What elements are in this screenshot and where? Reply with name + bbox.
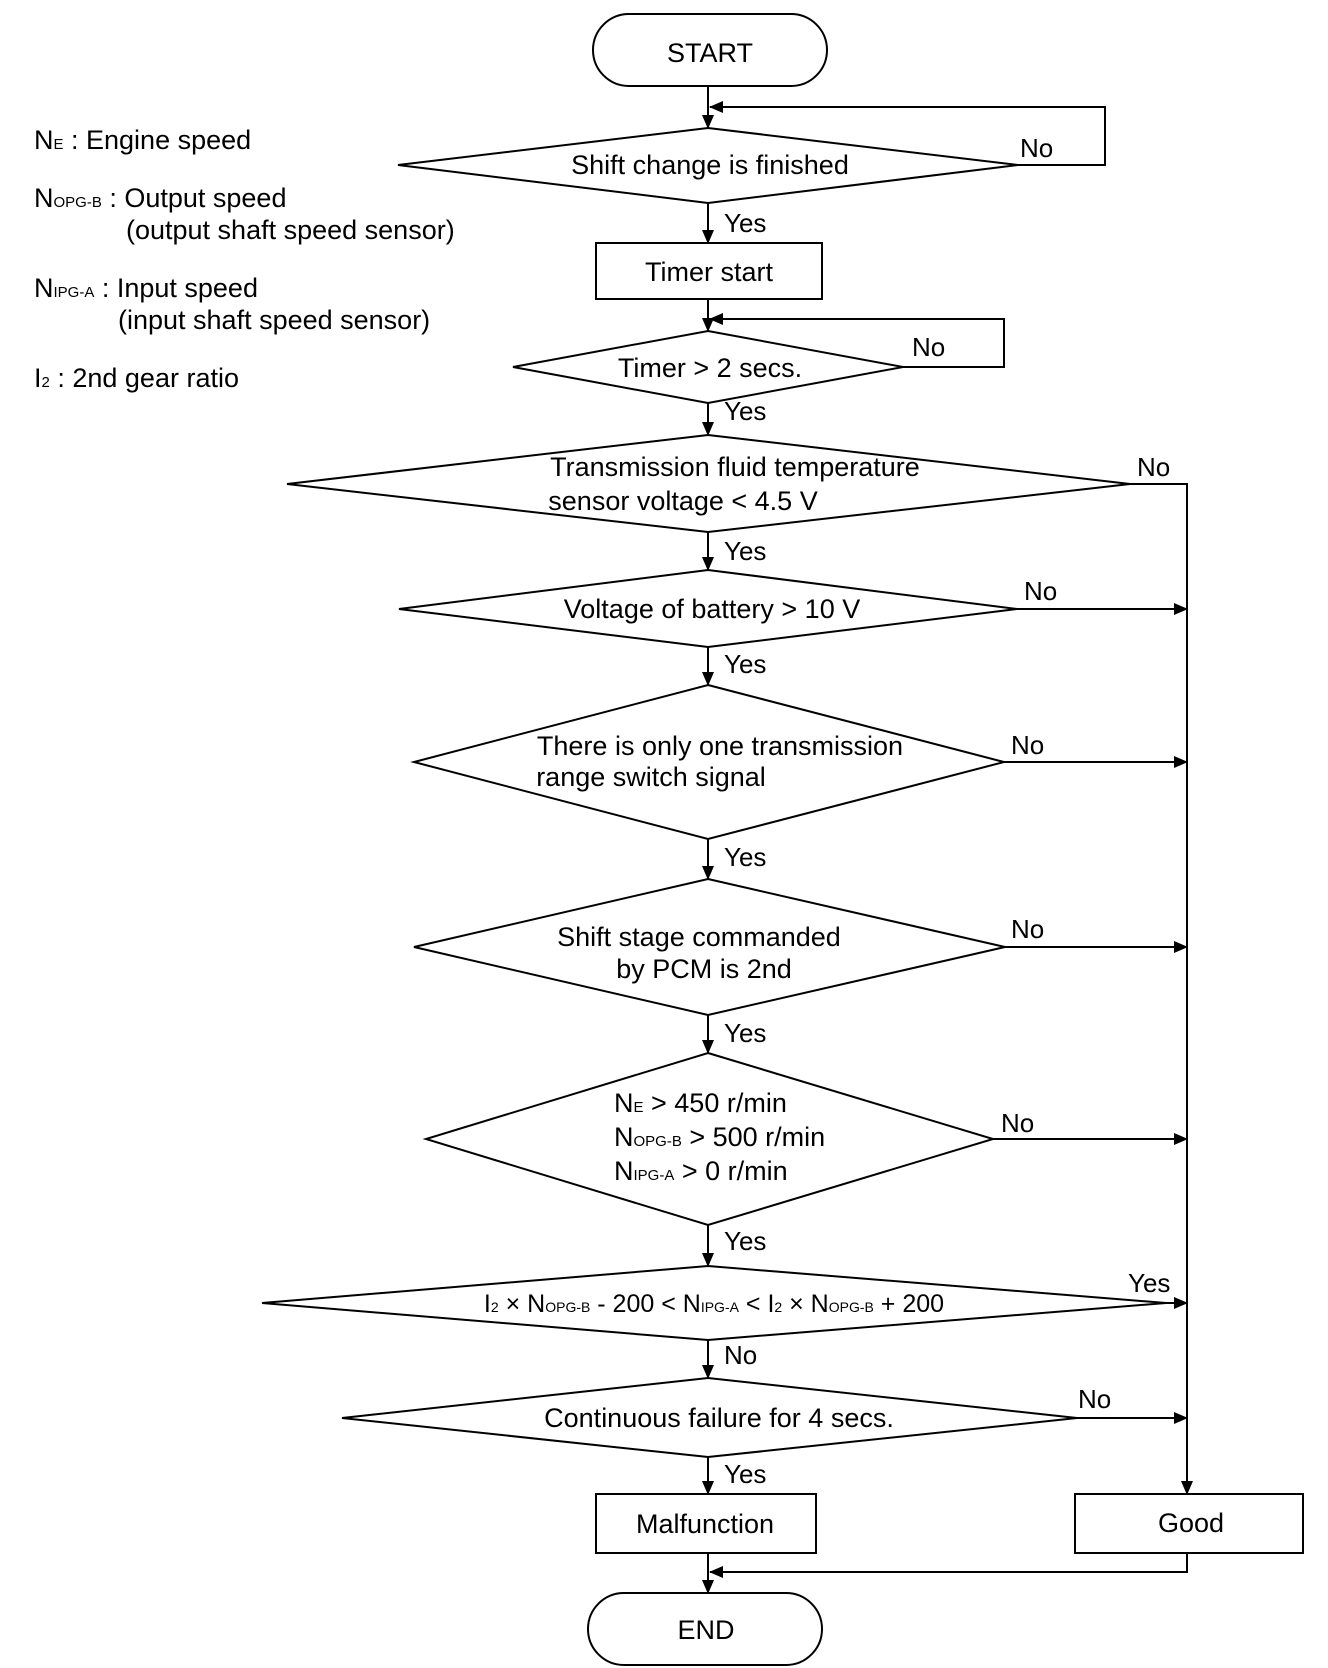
no-label-ratio: No [724, 1340, 757, 1370]
speed-nopg-label: NOPG-B > 500 r/min [614, 1122, 825, 1152]
loop-timer-no [709, 313, 1005, 368]
speed-ne-label: NE > 450 r/min [614, 1088, 787, 1118]
loop-shift-no [709, 101, 1106, 166]
legend-subscript: 2 [41, 374, 50, 391]
no-label-shift: No [1020, 133, 1053, 163]
decision-fluid-temp [286, 433, 1131, 534]
start-label: START [667, 38, 753, 68]
legend-symbol: I [34, 363, 42, 393]
legend-output-speed-detail: (output shaft speed sensor) [126, 215, 455, 245]
yes-label-battery: Yes [724, 649, 766, 679]
no-label-timer: No [912, 332, 945, 362]
legend-symbol: N [34, 273, 54, 303]
speed-nipg-label: NIPG-A > 0 r/min [614, 1156, 788, 1186]
end-label: END [677, 1615, 734, 1645]
no-label-fluid: No [1137, 452, 1170, 482]
yes-label-continuous: Yes [724, 1459, 766, 1489]
battery-label: Voltage of battery > 10 V [564, 594, 860, 624]
legend-subscript: E [53, 136, 64, 153]
legend-subscript: IPG-A [53, 284, 95, 301]
no-label-battery: No [1024, 576, 1057, 606]
flow-good-to-end [709, 1553, 1188, 1578]
shift-stage-label-2: by PCM is 2nd [616, 954, 792, 984]
yes-label-speeds: Yes [724, 1226, 766, 1256]
no-label-continuous: No [1078, 1384, 1111, 1414]
yes-label-stage: Yes [724, 1018, 766, 1048]
legend-description: : Engine speed [63, 125, 252, 155]
start-terminator [592, 13, 828, 87]
ratio-label: I2 × NOPG-B - 200 < NIPG-A < I2 × NOPG-B… [484, 1290, 944, 1318]
legend-description: : 2nd gear ratio [49, 363, 239, 393]
no-label-speeds: No [1001, 1108, 1034, 1138]
legend-subscript: OPG-B [53, 194, 102, 211]
fluid-temp-label-2: sensor voltage < 4.5 V [548, 486, 817, 516]
yes-label-shift: Yes [724, 208, 766, 238]
continuous-label: Continuous failure for 4 secs. [544, 1403, 894, 1433]
yes-label-ratio: Yes [1128, 1268, 1170, 1298]
legend-symbol: N [34, 125, 54, 155]
bus-fluid-no [1130, 483, 1193, 1495]
legend-gear-ratio: I2 : 2nd gear ratio [34, 362, 239, 399]
legend-engine-speed: NE : Engine speed [34, 124, 251, 161]
timer-label: Timer > 2 secs. [618, 353, 802, 383]
legend-description: : Output speed [101, 183, 287, 213]
legend-input-speed-detail: (input shaft speed sensor) [118, 305, 431, 335]
timer-start-label: Timer start [645, 257, 773, 287]
shift-finished-label: Shift change is finished [571, 150, 849, 180]
yes-label-fluid: Yes [724, 536, 766, 566]
no-label-range: No [1011, 730, 1044, 760]
yes-label-timer: Yes [724, 396, 766, 426]
fluid-temp-label-1: Transmission fluid temperature [550, 452, 920, 482]
legend-description: : Input speed [94, 273, 258, 303]
shift-stage-label-1: Shift stage commanded [557, 922, 841, 952]
yes-label-range: Yes [724, 842, 766, 872]
legend-input-speed: NIPG-A : Input speed [34, 272, 258, 309]
malfunction-label: Malfunction [636, 1509, 774, 1539]
range-switch-label-1: There is only one transmission [537, 731, 903, 761]
legend-symbol: N [34, 183, 54, 213]
legend-output-speed: NOPG-B : Output speed [34, 182, 286, 219]
range-switch-label-2: range switch signal [536, 762, 766, 792]
no-label-stage: No [1011, 914, 1044, 944]
good-label: Good [1158, 1508, 1224, 1538]
